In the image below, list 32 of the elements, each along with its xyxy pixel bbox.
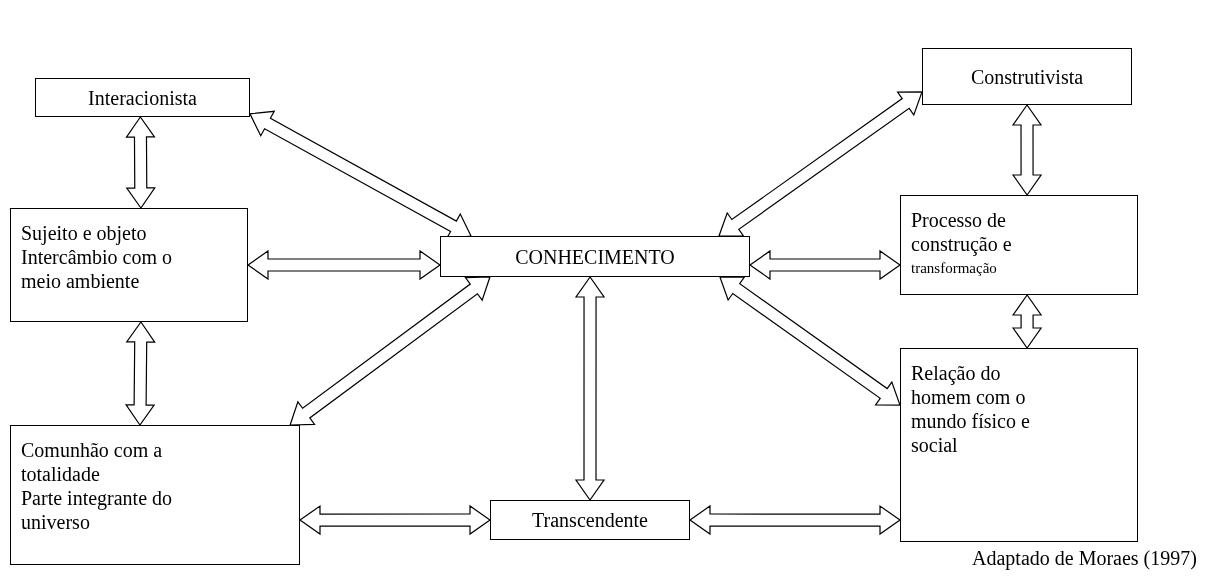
- double-arrow: [688, 504, 902, 536]
- node-text: Transcendente: [532, 508, 648, 532]
- double-arrow: [246, 249, 442, 281]
- node-text: Parte integrante do universo: [21, 486, 174, 534]
- double-arrow: [748, 249, 902, 281]
- double-arrow: [574, 275, 606, 502]
- double-arrow: [289, 276, 491, 426]
- text-box: [900, 348, 1138, 542]
- text-box: [10, 208, 248, 322]
- node-text: Interacionista: [88, 85, 197, 110]
- double-arrow: [125, 115, 156, 210]
- text-box: [10, 425, 300, 565]
- text-box: [900, 195, 1138, 295]
- source-note: Adaptado de Moraes (1997): [972, 547, 1197, 570]
- node-text: Sujeito e objeto: [21, 221, 148, 245]
- double-arrow: [1011, 293, 1043, 350]
- node-text: Relação do homem com o mundo físico e social: [911, 361, 1031, 457]
- double-arrow: [124, 320, 156, 427]
- node-text: Processo de construção e: [911, 208, 1013, 256]
- node-text: Construtivista: [970, 64, 1084, 89]
- node-text: transformação: [911, 259, 998, 278]
- node-text: CONHECIMENTO: [515, 244, 675, 269]
- double-arrow: [298, 504, 492, 536]
- text-box: [490, 500, 690, 540]
- text-box: [440, 236, 750, 277]
- node-text: Comunhão com a totalidade: [21, 438, 164, 486]
- double-arrow: [719, 276, 901, 406]
- text-box: [922, 48, 1132, 105]
- double-arrow: [1011, 103, 1043, 197]
- node-text: Intercâmbio com o meio ambiente: [21, 245, 174, 293]
- text-box: [35, 78, 250, 117]
- double-arrow: [718, 91, 923, 237]
